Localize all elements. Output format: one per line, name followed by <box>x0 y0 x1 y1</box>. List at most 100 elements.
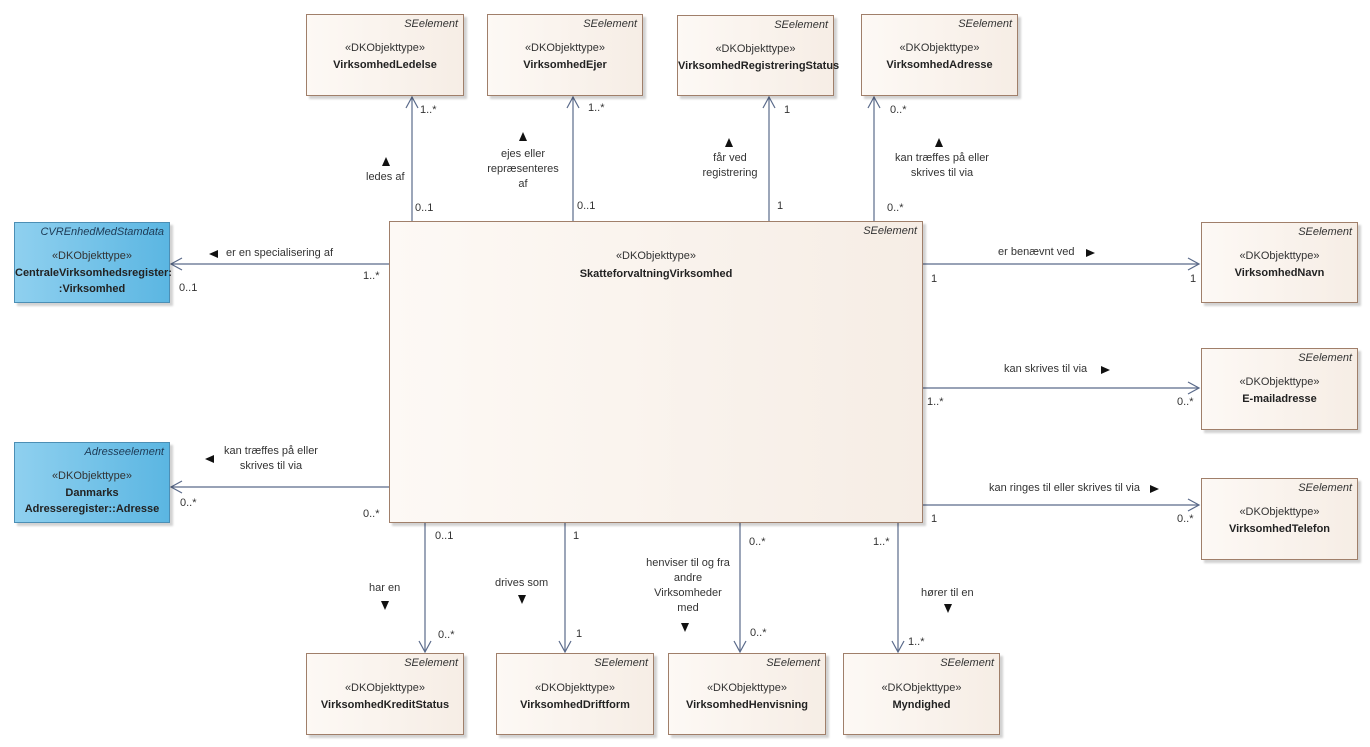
multiplicity-far: 0..1 <box>179 282 198 294</box>
multiplicity-near: 1 <box>777 200 784 212</box>
direction-arrow-icon <box>1150 485 1159 493</box>
multiplicity-far: 0..* <box>1177 513 1194 525</box>
multiplicity-far: 1..* <box>420 104 437 116</box>
element-tag: SEelement <box>863 225 917 237</box>
element-name: VirksomhedDriftform <box>520 699 630 711</box>
association-ejer <box>566 95 580 221</box>
element-virksomhedkreditstatus[interactable]: SEelement «DKObjekttype» VirksomhedKredi… <box>306 653 464 735</box>
direction-arrow-icon <box>382 157 390 166</box>
association-label: kan skrives til via <box>1004 363 1088 375</box>
association-navn <box>923 257 1201 271</box>
association-label: er en specialisering af <box>226 247 334 259</box>
association-myndighed <box>891 523 905 654</box>
element-name: VirksomhedRegistreringStatus <box>678 60 840 72</box>
association-label: har en <box>369 582 401 594</box>
element-name: VirksomhedAdresse <box>886 59 993 71</box>
multiplicity-near: 0..* <box>363 508 380 520</box>
association-henvisning <box>733 523 747 654</box>
element-stereotype: «DKObjekttype» <box>524 42 606 54</box>
element-virksomhedregistreringstatus[interactable]: SEelement «DKObjekttype» VirksomhedRegis… <box>677 15 840 96</box>
association-label: drives som <box>495 577 549 589</box>
element-tag: SEelement <box>766 657 820 669</box>
element-tag: SEelement <box>940 657 994 669</box>
direction-arrow-icon <box>725 138 733 147</box>
multiplicity-near: 1 <box>931 273 938 285</box>
element-skatteforvaltningvirksomhed[interactable]: SEelement «DKObjekttype» Skatteforvaltni… <box>389 221 923 523</box>
multiplicity-far: 1..* <box>588 102 605 114</box>
association-driftform <box>558 523 572 654</box>
element-stereotype: «DKObjekttype» <box>344 682 426 694</box>
element-tag: SEelement <box>958 18 1012 30</box>
element-virksomhedtelefon[interactable]: SEelement «DKObjekttype» VirksomhedTelef… <box>1201 478 1358 560</box>
element-virksomhedadresse[interactable]: SEelement «DKObjekttype» VirksomhedAdres… <box>861 14 1018 96</box>
association-specialisering <box>169 257 389 271</box>
direction-arrow-icon <box>681 623 689 632</box>
association-telefon <box>923 498 1201 512</box>
direction-arrow-icon <box>209 250 218 258</box>
direction-arrow-icon <box>205 455 214 463</box>
multiplicity-near: 0..1 <box>415 202 434 214</box>
association-label: ledes af <box>366 171 405 183</box>
multiplicity-near: 0..* <box>887 202 904 214</box>
element-tag: SEelement <box>1298 482 1352 494</box>
element-tag: Adresseelement <box>84 446 165 458</box>
multiplicity-far: 1 <box>1190 273 1197 285</box>
element-tag: SEelement <box>404 18 458 30</box>
direction-arrow-icon <box>519 132 527 141</box>
multiplicity-far: 0..* <box>438 629 455 641</box>
element-centralevirksomhedsregister-virksomhed[interactable]: CVREnhedMedStamdata «DKObjekttype» Centr… <box>14 222 172 303</box>
multiplicity-near: 1 <box>931 513 938 525</box>
direction-arrow-icon <box>935 138 943 147</box>
element-tag: SEelement <box>1298 226 1352 238</box>
element-stereotype: «DKObjekttype» <box>534 682 616 694</box>
element-name: VirksomhedLedelse <box>333 59 437 71</box>
multiplicity-near: 1..* <box>873 536 890 548</box>
multiplicity-far: 0..* <box>890 104 907 116</box>
association-ledelse <box>405 95 419 221</box>
element-virksomheddriftform[interactable]: SEelement «DKObjekttype» VirksomhedDrift… <box>496 653 654 735</box>
multiplicity-near: 0..* <box>749 536 766 548</box>
element-virksomhedejer[interactable]: SEelement «DKObjekttype» VirksomhedEjer <box>487 14 643 96</box>
element-e-mailadresse[interactable]: SEelement «DKObjekttype» E-mailadresse <box>1201 348 1358 430</box>
multiplicity-far: 1 <box>576 628 583 640</box>
element-tag: SEelement <box>594 657 648 669</box>
element-name: CentraleVirksomhedsregister::Virksomhed <box>15 267 172 295</box>
element-name: VirksomhedTelefon <box>1228 523 1331 535</box>
element-name: SkatteforvaltningVirksomhed <box>579 268 733 280</box>
direction-arrow-icon <box>381 601 389 610</box>
element-stereotype: «DKObjekttype» <box>51 470 133 482</box>
element-virksomhedhenvisning[interactable]: SEelement «DKObjekttype» VirksomhedHenvi… <box>668 653 826 735</box>
element-virksomhednavn[interactable]: SEelement «DKObjekttype» VirksomhedNavn <box>1201 222 1358 303</box>
direction-arrow-icon <box>1101 366 1110 374</box>
element-tag: SEelement <box>583 18 637 30</box>
association-email <box>923 381 1201 395</box>
association-label: hører til en <box>921 587 974 599</box>
multiplicity-far: 0..* <box>180 497 197 509</box>
association-adresse <box>867 95 881 221</box>
multiplicity-near: 1..* <box>363 270 380 282</box>
association-kreditstatus <box>418 523 432 654</box>
element-tag: SEelement <box>774 19 828 31</box>
element-myndighed[interactable]: SEelement «DKObjekttype» Myndighed <box>843 653 1000 735</box>
element-virksomhedledelse[interactable]: SEelement «DKObjekttype» VirksomhedLedel… <box>306 14 464 96</box>
element-stereotype: «DKObjekttype» <box>1239 376 1320 388</box>
multiplicity-near: 0..1 <box>577 200 596 212</box>
element-name: VirksomhedKreditStatus <box>320 699 450 711</box>
association-label: er benævnt ved <box>998 246 1075 258</box>
element-stereotype: «DKObjekttype» <box>1239 506 1320 518</box>
multiplicity-far: 1..* <box>908 636 925 648</box>
element-name: VirksomhedHenvisning <box>685 699 809 711</box>
association-registrering <box>762 95 776 221</box>
element-stereotype: «DKObjekttype» <box>881 682 962 694</box>
element-name: E-mailadresse <box>1242 393 1317 405</box>
element-name: VirksomhedNavn <box>1234 267 1325 279</box>
